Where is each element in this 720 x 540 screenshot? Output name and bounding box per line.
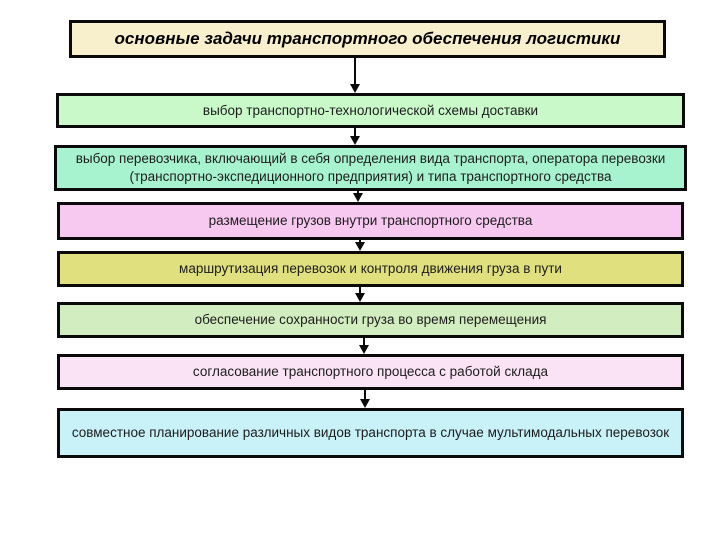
- task-box-6: согласование транспортного процесса с ра…: [57, 354, 684, 390]
- arrow-down-icon-4: [354, 240, 365, 251]
- arrow-shaft: [353, 128, 356, 136]
- arrow-down-icon-5: [354, 287, 365, 302]
- arrow-down-icon-6: [358, 338, 369, 354]
- arrow-down-icon-2: [349, 128, 360, 145]
- task-label-6: согласование транспортного процесса с ра…: [192, 364, 549, 379]
- task-label-1: выбор транспортно-технологической схемы …: [202, 102, 539, 118]
- diagram-title: основные задачи транспортного обеспечени…: [114, 29, 621, 48]
- arrow-head: [352, 193, 363, 202]
- arrow-shaft: [353, 58, 356, 84]
- arrow-head: [349, 84, 360, 93]
- task-label-2: выбор перевозчика, включающий в себя опр…: [75, 151, 666, 184]
- arrow-shaft: [358, 287, 361, 293]
- arrow-shaft: [358, 240, 361, 242]
- arrow-head: [358, 345, 369, 354]
- task-box-4: маршрутизация перевозок и контроля движе…: [57, 251, 684, 287]
- task-box-3: размещение грузов внутри транспортного с…: [57, 202, 684, 240]
- arrow-down-icon-3: [352, 191, 363, 202]
- arrow-down-icon-7: [359, 390, 370, 408]
- task-box-2: выбор перевозчика, включающий в себя опр…: [54, 145, 687, 191]
- arrow-shaft: [363, 390, 366, 399]
- arrow-head: [359, 399, 370, 408]
- arrow-head: [354, 293, 365, 302]
- task-label-3: размещение грузов внутри транспортного с…: [208, 213, 533, 228]
- arrow-head: [354, 242, 365, 251]
- task-box-1: выбор транспортно-технологической схемы …: [56, 93, 685, 128]
- task-label-7: совместное планирование различных видов …: [71, 425, 670, 440]
- diagram-title-box: основные задачи транспортного обеспечени…: [69, 20, 666, 58]
- task-box-7: совместное планирование различных видов …: [57, 408, 684, 458]
- arrow-shaft: [362, 338, 365, 345]
- task-label-4: маршрутизация перевозок и контроля движе…: [179, 261, 562, 276]
- task-label-5: обеспечение сохранности груза во время п…: [194, 312, 547, 327]
- arrow-shaft: [356, 191, 359, 193]
- task-box-5: обеспечение сохранности груза во время п…: [57, 302, 684, 338]
- arrow-down-icon-1: [349, 58, 360, 93]
- arrow-head: [349, 136, 360, 145]
